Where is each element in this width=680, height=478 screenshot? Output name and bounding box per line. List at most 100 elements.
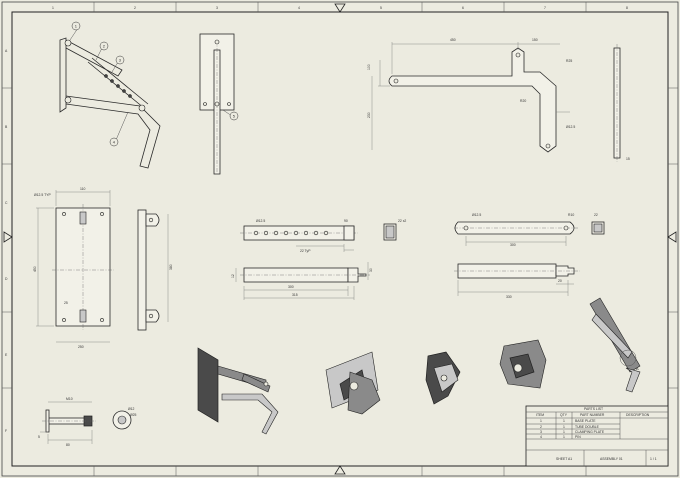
iso-assembly-view xyxy=(197,347,279,435)
dim-tube-section: 22 x2 xyxy=(398,219,406,223)
dim-arm-drop: 230 xyxy=(367,112,371,118)
base-plate-view: Ø12.5 TYP 110 450 25 250 xyxy=(33,187,114,349)
parts-row-4: 4 1 PIN xyxy=(540,435,581,439)
iso-part-4: A xyxy=(589,297,641,393)
zone-col-3: 3 xyxy=(216,6,218,10)
zone-row-c: C xyxy=(5,201,8,205)
parts-row-2-qty: 1 xyxy=(563,425,565,429)
balloon-1-label: 1 xyxy=(75,24,78,29)
parts-header-qty: QTY xyxy=(560,413,568,417)
zone-row-f: F xyxy=(5,429,7,433)
balloon-5 xyxy=(229,111,239,121)
dim-clamp-front: 330 xyxy=(506,295,512,299)
assembly-base-plate xyxy=(59,37,67,113)
dim-clamp-r: R10 xyxy=(568,213,574,217)
assembly-tube xyxy=(87,57,149,109)
iso-part-3 xyxy=(499,339,547,389)
dim-side-height: 380 xyxy=(169,264,173,270)
dim-side-bar: 15 xyxy=(626,157,630,161)
clamp-part-view: Ø12.5 R10 300 22 330 20 xyxy=(454,213,605,299)
parts-row-3-part: CLAMPING PLATE xyxy=(575,430,605,434)
iso-arm xyxy=(221,393,279,435)
dim-clamp-hole: Ø12.5 xyxy=(472,213,481,217)
dim-tube-total: 315 xyxy=(292,293,298,297)
parts-row-1-part: BASE PLATE xyxy=(575,419,596,423)
dim-clamp-sq: 22 xyxy=(594,213,598,217)
balloon-3 xyxy=(115,55,125,65)
parts-row-1-item: 1 xyxy=(540,419,542,423)
assembly-pivot-arm xyxy=(138,104,146,112)
zone-column-labels: 1 2 3 4 5 6 7 8 xyxy=(52,6,628,10)
assembly-pivot-upper xyxy=(64,39,72,47)
balloon-4-label: 4 xyxy=(113,140,116,145)
dim-base-hole: Ø12.5 TYP xyxy=(34,193,51,197)
dim-arm-hole: Ø12.5 xyxy=(566,125,575,129)
drawing-number: ASSEMBLY 01 xyxy=(600,457,623,461)
zone-row-d: D xyxy=(5,277,8,281)
parts-row-2: 2 1 TUBE DOUBLE xyxy=(540,425,600,429)
assembly-tube-holes xyxy=(104,74,132,98)
detail-label-a: A xyxy=(636,366,639,371)
zone-col-8: 8 xyxy=(626,6,628,10)
dim-pin-head: Ø25 xyxy=(130,413,137,417)
sheet-label: SHEET A1 xyxy=(556,457,572,461)
assembly-upper-link xyxy=(65,39,123,77)
parts-row-4-qty: 1 xyxy=(563,435,565,439)
iso-part-1 xyxy=(325,351,381,415)
zone-row-e: E xyxy=(5,353,8,357)
zone-col-5: 5 xyxy=(380,6,382,10)
detail-circle-a xyxy=(619,349,637,367)
base-plate-side-view: 380 xyxy=(137,209,173,331)
dim-tube-slot: 30 xyxy=(369,268,373,272)
zone-col-4: 4 xyxy=(298,6,300,10)
parts-row-3-qty: 1 xyxy=(563,430,565,434)
dim-base-width: 110 xyxy=(80,187,86,191)
parts-header-item: ITEM xyxy=(536,413,544,417)
dim-arm-r1: R25 xyxy=(566,59,572,63)
dim-arm-overall: 450 xyxy=(450,38,456,42)
balloon-5-label: 5 xyxy=(233,114,236,119)
dim-base-offset: 25 xyxy=(64,301,68,305)
pin-part-view: 80 M10 5 Ø12 Ø25 xyxy=(38,397,137,447)
centering-marks xyxy=(3,3,677,475)
dim-pin-offset: 5 xyxy=(38,435,40,439)
dim-tube-hole: Ø12.5 xyxy=(256,219,265,223)
parts-row-4-part: PIN xyxy=(575,435,581,439)
dim-tube-height: 12 xyxy=(231,274,235,278)
dim-tube-front: 300 xyxy=(288,285,294,289)
zone-col-6: 6 xyxy=(462,6,464,10)
iso-base-plate xyxy=(197,347,219,423)
dim-arm-height: 100 xyxy=(367,64,371,70)
iso-part-2 xyxy=(425,351,461,405)
balloon-4 xyxy=(109,137,119,147)
parts-row-2-item: 2 xyxy=(540,425,542,429)
balloon-2 xyxy=(99,41,109,51)
arm-part-view: 450 150 100 230 R25 R20 Ø12.5 15 xyxy=(367,38,630,162)
arm-profile xyxy=(388,47,557,153)
sheet-count: 1 / 1 xyxy=(650,457,657,461)
clamp-top-outline xyxy=(454,221,575,235)
parts-row-1: 1 1 BASE PLATE xyxy=(540,419,596,423)
dim-base-bottom: 250 xyxy=(78,345,84,349)
assembly-side-view: 1 2 3 4 xyxy=(59,21,233,169)
dim-pin-thread: M10 xyxy=(66,397,73,401)
parts-header-part: PART NUMBER xyxy=(580,413,605,417)
tube-part-view: Ø12.5 22 TyP 90 22 x2 300 315 12 30 xyxy=(231,219,406,300)
tube-top-holes xyxy=(253,230,329,236)
zone-row-a: A xyxy=(5,49,8,53)
dim-base-height: 450 xyxy=(33,266,37,272)
parts-list-title: PARTS LIST xyxy=(584,407,603,411)
assembly-front-view: 5 xyxy=(199,33,239,176)
zone-col-1: 1 xyxy=(52,6,54,10)
parts-row-3: 3 1 CLAMPING PLATE xyxy=(540,430,605,434)
balloon-2-label: 2 xyxy=(103,44,106,49)
base-side-outline xyxy=(137,209,147,331)
zone-col-7: 7 xyxy=(544,6,546,10)
dim-clamp-len: 300 xyxy=(510,243,516,247)
zone-row-b: B xyxy=(5,125,8,129)
dim-tube-len: 90 xyxy=(344,219,348,223)
dim-pin-dia: Ø12 xyxy=(128,407,135,411)
dim-pin-len: 80 xyxy=(66,443,70,447)
parts-row-3-item: 3 xyxy=(540,430,542,434)
